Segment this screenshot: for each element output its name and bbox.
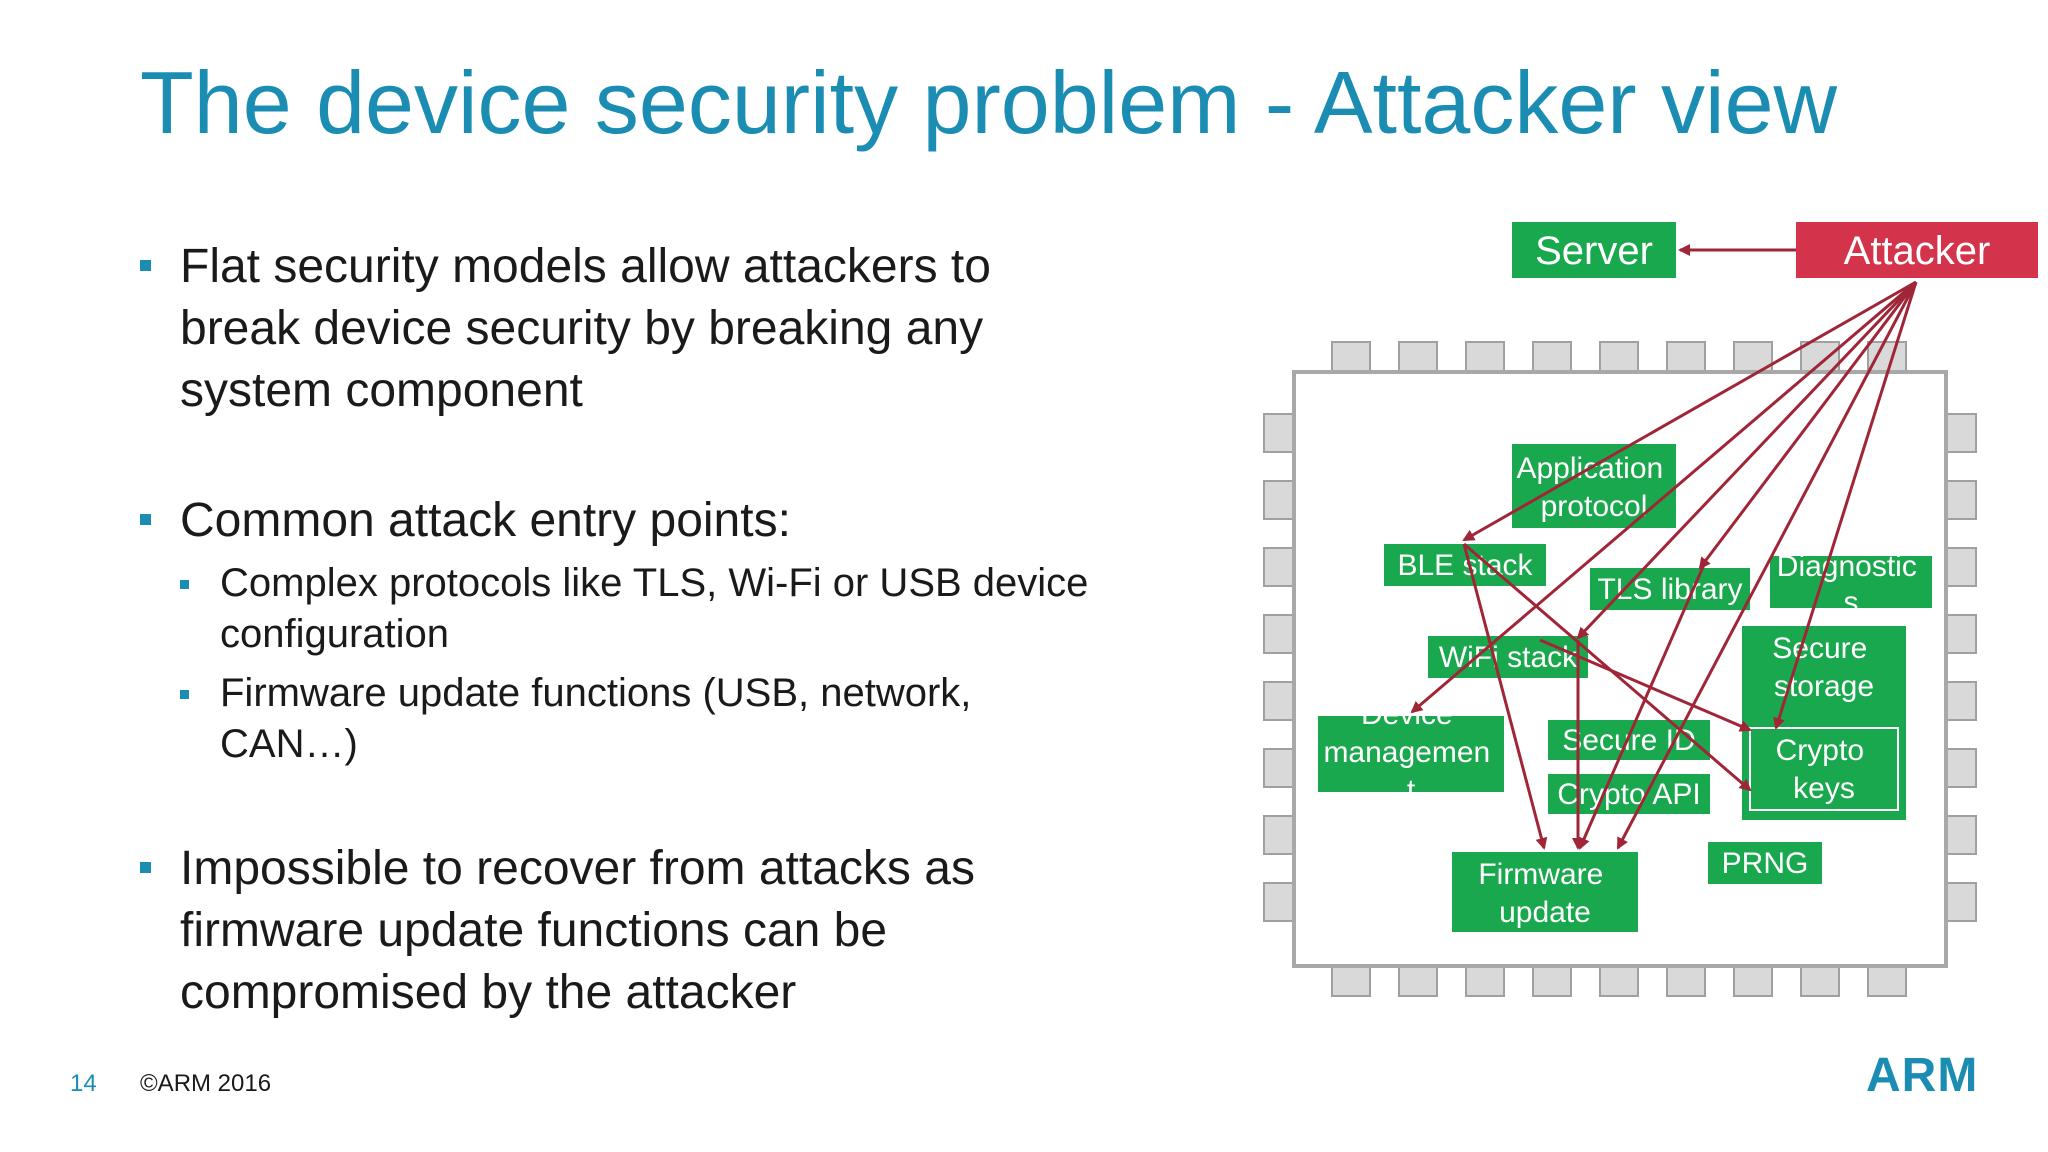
chip-pin (1867, 341, 1907, 373)
chip-pin (1945, 815, 1977, 855)
application-protocol-label: Application protocol (1516, 452, 1671, 523)
diagnostics-bottom-mask (1760, 608, 1942, 624)
bullet-1: Flat security models allow attackers to … (140, 236, 1180, 422)
attacker-label: Attacker (1844, 229, 1991, 273)
bullet-marker (140, 260, 151, 271)
sub-bullet-1: Complex protocols like TLS, Wi-Fi or USB… (140, 558, 1180, 660)
chip-pin (1867, 965, 1907, 997)
server-box (1512, 222, 1676, 278)
chip-pin (1532, 341, 1572, 373)
chip-pin (1398, 341, 1438, 373)
sub-bullet-1-line-1: Complex protocols like TLS, Wi-Fi or USB… (220, 561, 1089, 605)
bullet-marker (140, 514, 151, 525)
bullet-3-line-3: compromised by the attacker (180, 966, 797, 1019)
sub-bullet-2-line-1: Firmware update functions (USB, network, (220, 671, 972, 715)
chip-pin (1800, 965, 1840, 997)
device-management-top-mask (1308, 690, 1514, 716)
crypto-keys-label: Crypto keys (1776, 734, 1873, 805)
chip-pin (1945, 614, 1977, 654)
arrow-attacker-to-tls-library (1698, 281, 1918, 570)
chip-pin (1331, 341, 1371, 373)
chip-pin (1532, 965, 1572, 997)
chip-pin (1263, 681, 1295, 721)
arrow-ble-to-firmware-update (1462, 543, 1548, 850)
chip-pin (1263, 748, 1295, 788)
bullet-list: Flat security models allow attackers to … (140, 236, 1180, 1092)
sub-bullet-1-line-2: configuration (220, 612, 450, 656)
arrow-ble-to-crypto-keys (1463, 542, 1752, 792)
bullet-1-line-3: system component (180, 364, 583, 417)
copyright: ©ARM 2016 (140, 1070, 272, 1097)
bullet-3-line-2: firmware update functions can be (180, 904, 888, 957)
sub-bullet-marker (180, 580, 189, 589)
chip-pin (1733, 965, 1773, 997)
crypto-api-label: Crypto API (1557, 778, 1700, 811)
arrow-attacker-to-wifi-stack (1576, 280, 1918, 640)
chip-pin (1945, 480, 1977, 520)
firmware-update-box (1452, 852, 1638, 932)
diagnostics-box (1770, 556, 1932, 608)
chip-pin (1733, 341, 1773, 373)
chip-pin (1263, 547, 1295, 587)
chip-pin (1945, 547, 1977, 587)
bullet-3-line-1: Impossible to recover from attacks as (180, 842, 975, 895)
chip-pin (1599, 341, 1639, 373)
attack-arrows (1410, 244, 1918, 850)
chip-pin (1599, 965, 1639, 997)
chip-pin (1666, 341, 1706, 373)
bullet-1-line-2: break device security by breaking any (180, 302, 984, 355)
chip-pin (1263, 815, 1295, 855)
arrow-attacker-to-firmware-update-1 (1616, 281, 1918, 850)
device-management-box (1318, 716, 1504, 792)
chip-pin (1465, 341, 1505, 373)
chip-pin (1465, 965, 1505, 997)
server-label: Server (1535, 229, 1653, 273)
chip-pin (1666, 965, 1706, 997)
firmware-update-label: Firmware update (1478, 858, 1611, 929)
chip-pin (1800, 341, 1840, 373)
chip-pin (1263, 882, 1295, 922)
sub-bullet-list: Complex protocols like TLS, Wi-Fi or USB… (140, 558, 1180, 770)
prng-label: PRNG (1722, 847, 1809, 880)
arrow-wifi-to-crypto-keys (1539, 638, 1752, 732)
diagnostics-top-mask (1760, 530, 1942, 556)
wifi-stack-box (1428, 636, 1588, 678)
slide-title: The device security problem - Attacker v… (140, 53, 1838, 152)
device-management-bottom-mask (1308, 792, 1514, 810)
crypto-keys-box (1749, 727, 1899, 811)
sub-bullet-2-line-2: CAN…) (220, 722, 358, 766)
crypto-api-box (1548, 774, 1710, 814)
bullet-3: Impossible to recover from attacks as fi… (140, 838, 1180, 1024)
chip-pin (1945, 748, 1977, 788)
bullet-1-line-1: Flat security models allow attackers to (180, 240, 991, 293)
bullet-2: Common attack entry points: (140, 490, 1180, 552)
chip-pin (1331, 965, 1371, 997)
prng-box (1708, 842, 1822, 884)
bullet-2-line-1: Common attack entry points: (180, 494, 791, 547)
chip-pin (1945, 413, 1977, 453)
application-protocol-box (1512, 444, 1676, 528)
sub-bullet-marker (180, 690, 189, 699)
chip-pin (1263, 480, 1295, 520)
bullet-marker (140, 862, 151, 873)
chip-pin (1263, 614, 1295, 654)
arrow-tls-to-firmware-update (1578, 559, 1708, 850)
arm-logo: ARM (1866, 1049, 1979, 1102)
sub-bullet-2: Firmware update functions (USB, network,… (140, 668, 1180, 770)
arrow-attacker-to-ble-stack (1462, 280, 1917, 542)
chip-pin (1398, 965, 1438, 997)
arrow-attacker-to-crypto-keys (1773, 281, 1918, 730)
page-number: 14 (70, 1070, 97, 1097)
secure-storage-label: Secure storage (1772, 632, 1875, 703)
tls-library-box (1590, 568, 1750, 610)
arrow-attacker-to-device-management (1410, 280, 1917, 714)
attacker-box (1796, 222, 2038, 278)
chip-pin (1263, 413, 1295, 453)
chip-pin (1945, 882, 1977, 922)
tls-library-label: TLS library (1597, 573, 1742, 606)
chip-pin (1945, 681, 1977, 721)
